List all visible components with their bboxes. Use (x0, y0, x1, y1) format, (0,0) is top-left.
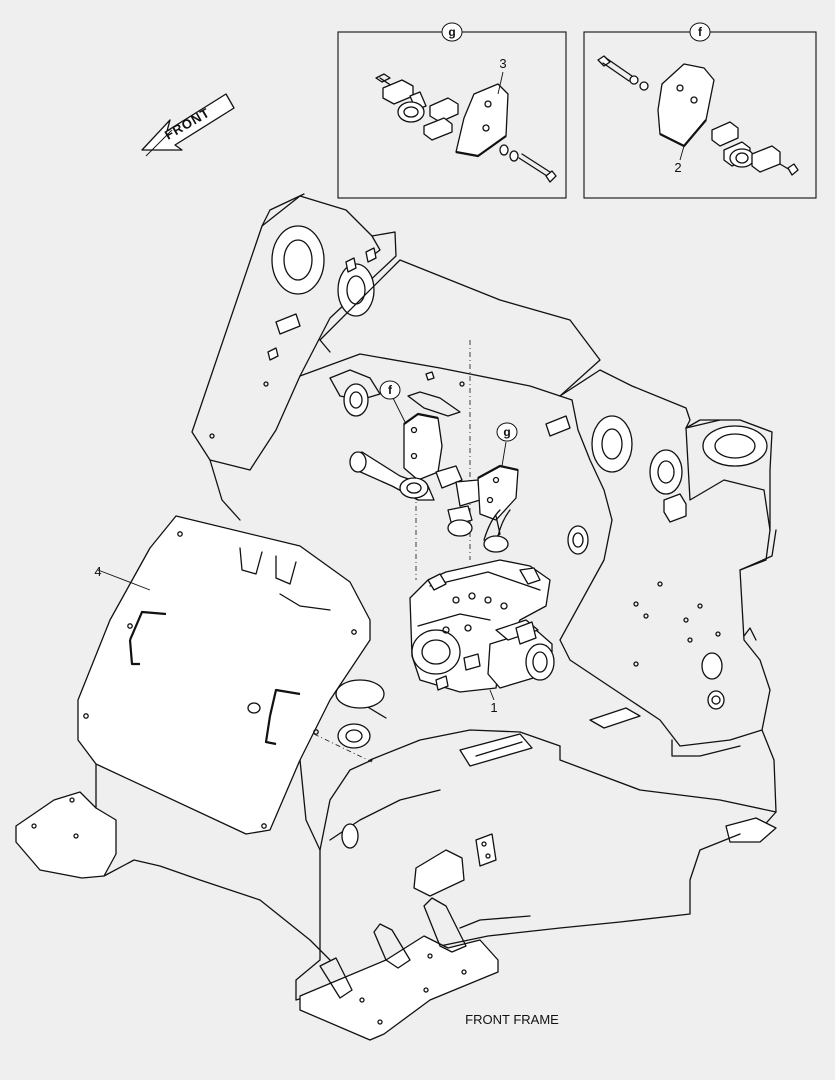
detail-f-bubble: f (689, 22, 711, 42)
reference-bubble-g: g (496, 422, 518, 442)
front-direction-arrow: FRONT (141, 93, 235, 157)
detail-f-clamp (711, 121, 799, 176)
callout-3: 3 (499, 56, 506, 71)
detail-f-bracket (657, 63, 715, 161)
callout-2: 2 (674, 160, 681, 175)
detail-g-bubble-label: g (448, 25, 455, 39)
callout-1: 1 (490, 700, 497, 715)
diagram-title: FRONT FRAME (465, 1012, 559, 1027)
reference-bubble-g-label: g (503, 425, 510, 439)
control-valve-1 (409, 559, 555, 701)
detail-box-f: f 2 (583, 22, 817, 199)
detail-g-fasteners (499, 144, 557, 183)
callout-4: 4 (94, 564, 101, 579)
reference-bubble-f: f (379, 380, 401, 400)
hose-and-brackets (349, 395, 519, 553)
detail-g-bracket (455, 71, 509, 158)
detail-f-bolt (597, 55, 649, 91)
detail-g-clamp (382, 79, 459, 141)
detail-f-bubble-label: f (698, 25, 703, 39)
reference-bubble-f-label: f (388, 383, 393, 397)
detail-box-g: g 3 (337, 22, 567, 199)
detail-g-bubble: g (441, 22, 463, 42)
cover-plate-4 (77, 515, 371, 835)
front-frame-body (15, 193, 777, 1041)
